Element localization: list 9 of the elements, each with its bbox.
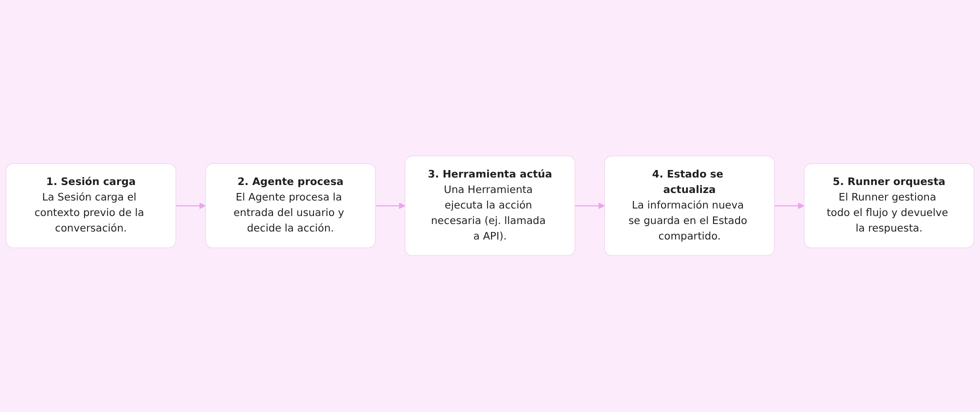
arrow: [375, 202, 406, 210]
node-box: 4. Estado se actualiza La información nueva se guarda en el Estado compartido.: [604, 156, 775, 256]
node-box: 5. Runner orquesta El Runner gestiona todo el flujo y devuelve la respuesta.: [804, 164, 974, 248]
arrow: [575, 202, 605, 210]
node-box: 2. Agente procesa El Agente procesa la entrada del usuario y decide la acción.: [205, 164, 376, 248]
node-box: 1. Sesión carga La Sesión carga el contexto previo de la conversación.: [6, 164, 176, 248]
arrow: [176, 202, 206, 210]
arrow: [774, 202, 804, 210]
node-box: 3. Herramienta actúa Una Herramienta ejecuta la acción necesaria (ej. llamada a API).: [404, 156, 576, 256]
